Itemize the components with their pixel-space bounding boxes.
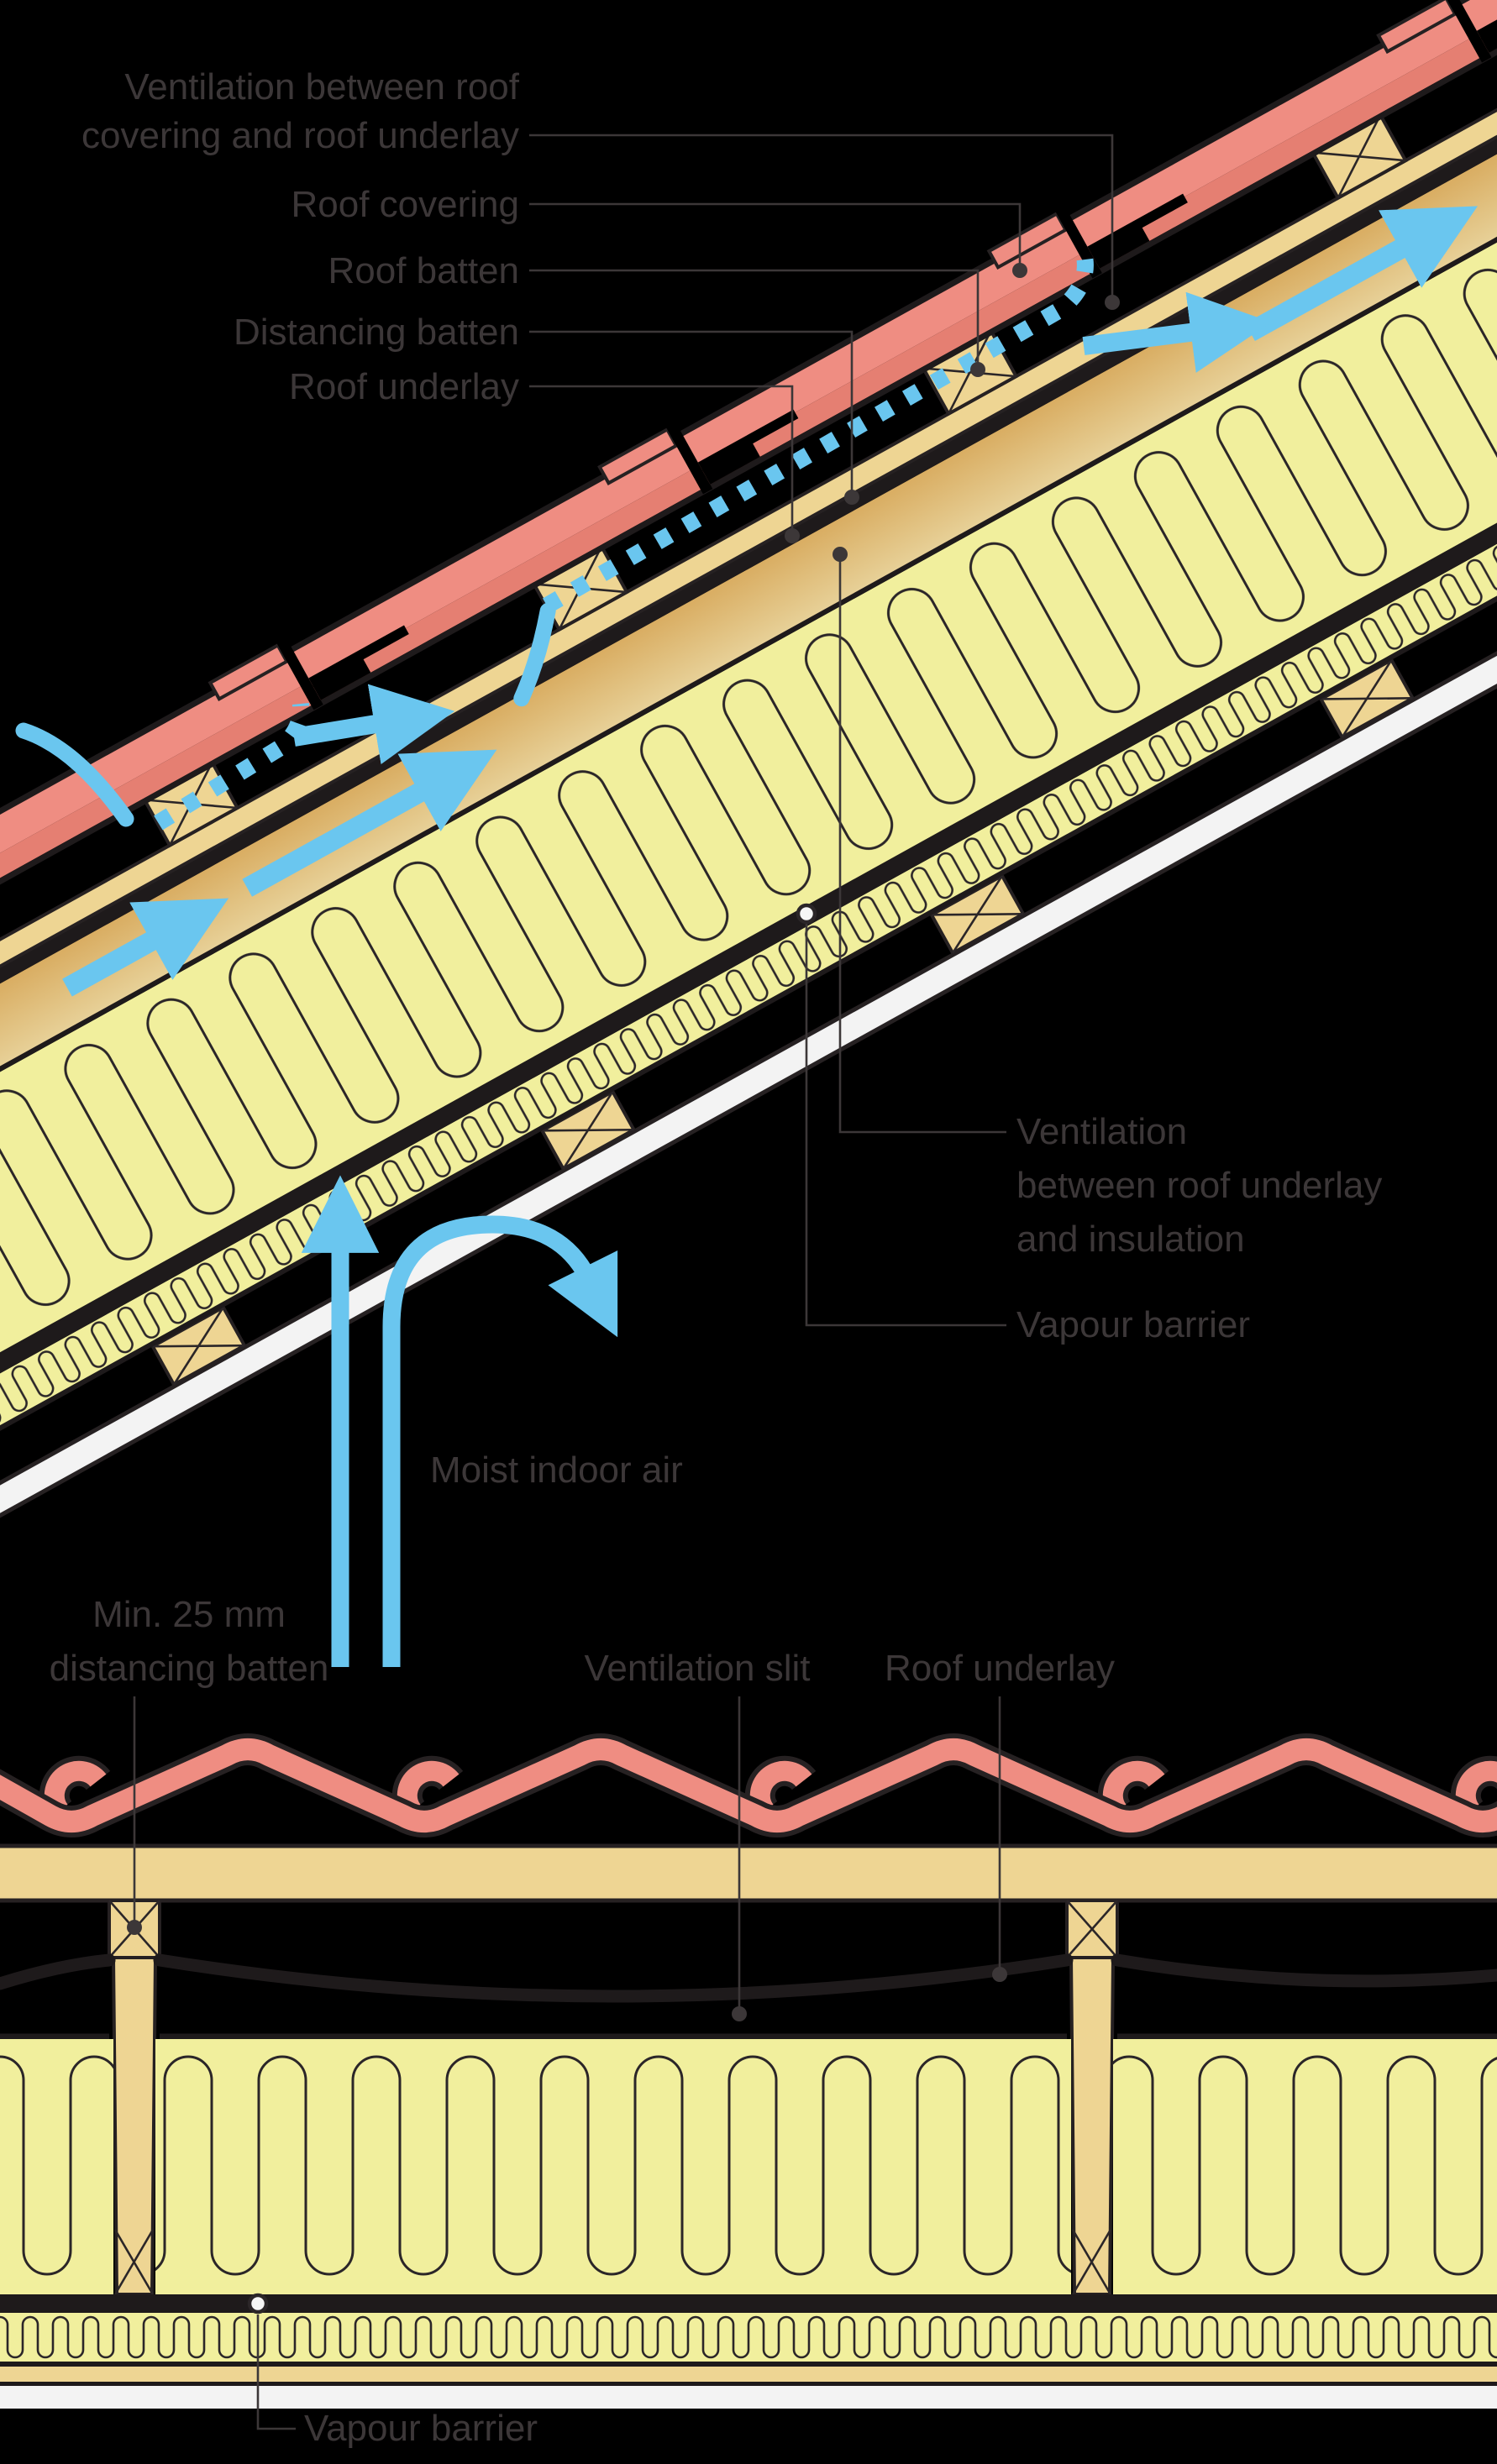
label-vent-underlay-1: Ventilation	[1016, 1111, 1187, 1152]
top-leaders	[529, 134, 1120, 1327]
roof-underlay-sag	[0, 1953, 1497, 2003]
furring-strip-bottom	[0, 2367, 1497, 2382]
label-roof-covering: Roof covering	[292, 184, 519, 225]
tile-wave-hooks	[39, 1755, 1497, 1821]
bottom-labels: Min. 25 mm distancing batten Ventilation…	[50, 1594, 1115, 2449]
label-roof-batten: Roof batten	[328, 250, 520, 291]
vapour-barrier-bottom	[0, 2294, 1497, 2313]
label-moist-indoor-air: Moist indoor air	[430, 1450, 683, 1491]
joint-exit-arrow	[292, 684, 455, 765]
roof-covering-tiles	[0, 0, 1497, 1256]
label-min25-1: Min. 25 mm	[92, 1594, 286, 1635]
insulation-bottom	[0, 2033, 1497, 2294]
moist-air-arrow-deflected	[382, 1215, 618, 1667]
rafter-assembly-right	[1065, 1899, 1119, 2296]
label-roof-underlay-bottom: Roof underlay	[885, 1648, 1115, 1689]
eave-intake-curve	[15, 722, 134, 827]
label-ventilation-slit: Ventilation slit	[584, 1648, 810, 1689]
roof-underlay-layer	[0, 0, 1497, 1331]
label-vent-covering-2: covering and roof underlay	[81, 115, 519, 156]
tile-joint	[207, 625, 409, 710]
label-vent-covering-1: Ventilation between roof	[124, 66, 519, 107]
label-vent-underlay-3: and insulation	[1016, 1219, 1245, 1260]
ceiling-battens	[150, 658, 1416, 1387]
label-vapour-barrier-bottom: Vapour barrier	[304, 2408, 538, 2449]
airflow-arrows-absolute	[15, 291, 1272, 1667]
airflow-dashed-under-tiles	[543, 258, 1094, 613]
tile-joint	[1376, 0, 1497, 63]
roof-batten-board	[0, 1843, 1497, 1903]
interior-cladding-bottom	[0, 2386, 1497, 2409]
cross-section	[0, 1733, 1497, 2409]
tile-wave	[0, 1733, 1497, 1838]
rafter-assembly-left	[108, 1899, 161, 2296]
tile-joint	[597, 409, 799, 495]
label-min25-2: distancing batten	[50, 1648, 329, 1689]
sloped-roof-section	[0, 0, 1497, 1741]
airflow-curve-into-gap	[513, 602, 556, 707]
label-distancing-batten: Distancing batten	[234, 312, 519, 353]
bottom-leaders	[127, 1696, 1007, 2430]
joint-exit-arrow	[1082, 291, 1272, 373]
label-vapour-barrier-top: Vapour barrier	[1016, 1304, 1250, 1345]
label-vent-underlay-2: between roof underlay	[1016, 1165, 1382, 1206]
label-roof-underlay: Roof underlay	[289, 366, 519, 407]
top-labels: Ventilation between roof covering and ro…	[81, 66, 1382, 1491]
